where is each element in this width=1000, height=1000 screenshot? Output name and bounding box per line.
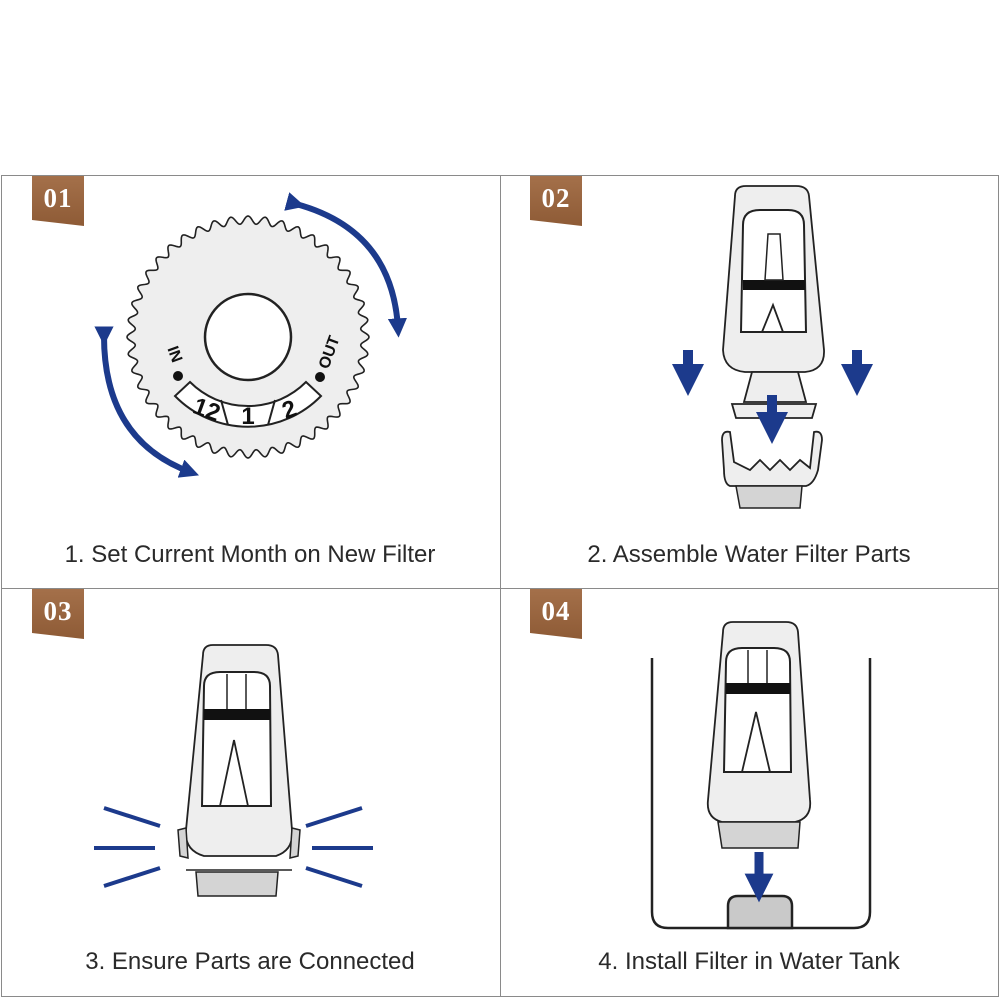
filter-bottom-cup: [721, 430, 823, 509]
filter-connector-part: [730, 371, 818, 419]
filter-upper-part: [722, 185, 825, 373]
dial-center-hole: [203, 292, 293, 382]
connect-line-left-1: [103, 806, 161, 828]
grid-divider-horizontal: [1, 588, 999, 589]
connect-line-right-1: [305, 806, 363, 828]
rotate-arrow-upper: [284, 192, 407, 338]
step-caption-4: 4. Install Filter in Water Tank: [598, 948, 900, 975]
month-1: 1: [241, 403, 254, 430]
step-caption-1: 1. Set Current Month on New Filter: [64, 541, 436, 568]
filter-being-installed: [706, 621, 812, 849]
step-caption-2: 2. Assemble Water Filter Parts: [587, 541, 911, 568]
in-dot: [173, 371, 183, 381]
step-badge-4: 04: [530, 589, 582, 639]
connected-filter: [177, 644, 301, 897]
step-badge-1: 01: [32, 176, 84, 226]
grid-divider-vertical: [500, 175, 501, 997]
out-dot: [315, 372, 325, 382]
step-caption-3: 3. Ensure Parts are Connected: [85, 948, 415, 975]
rotate-arrow-lower: [94, 326, 199, 478]
tank-filter-socket: [726, 894, 794, 930]
month-dial: 12 1 2 IN OUT: [126, 215, 370, 459]
connect-line-left-3: [103, 866, 161, 888]
step-badge-2: 02: [530, 176, 582, 226]
step-badge-3: 03: [32, 589, 84, 639]
connect-line-right-3: [305, 866, 363, 888]
